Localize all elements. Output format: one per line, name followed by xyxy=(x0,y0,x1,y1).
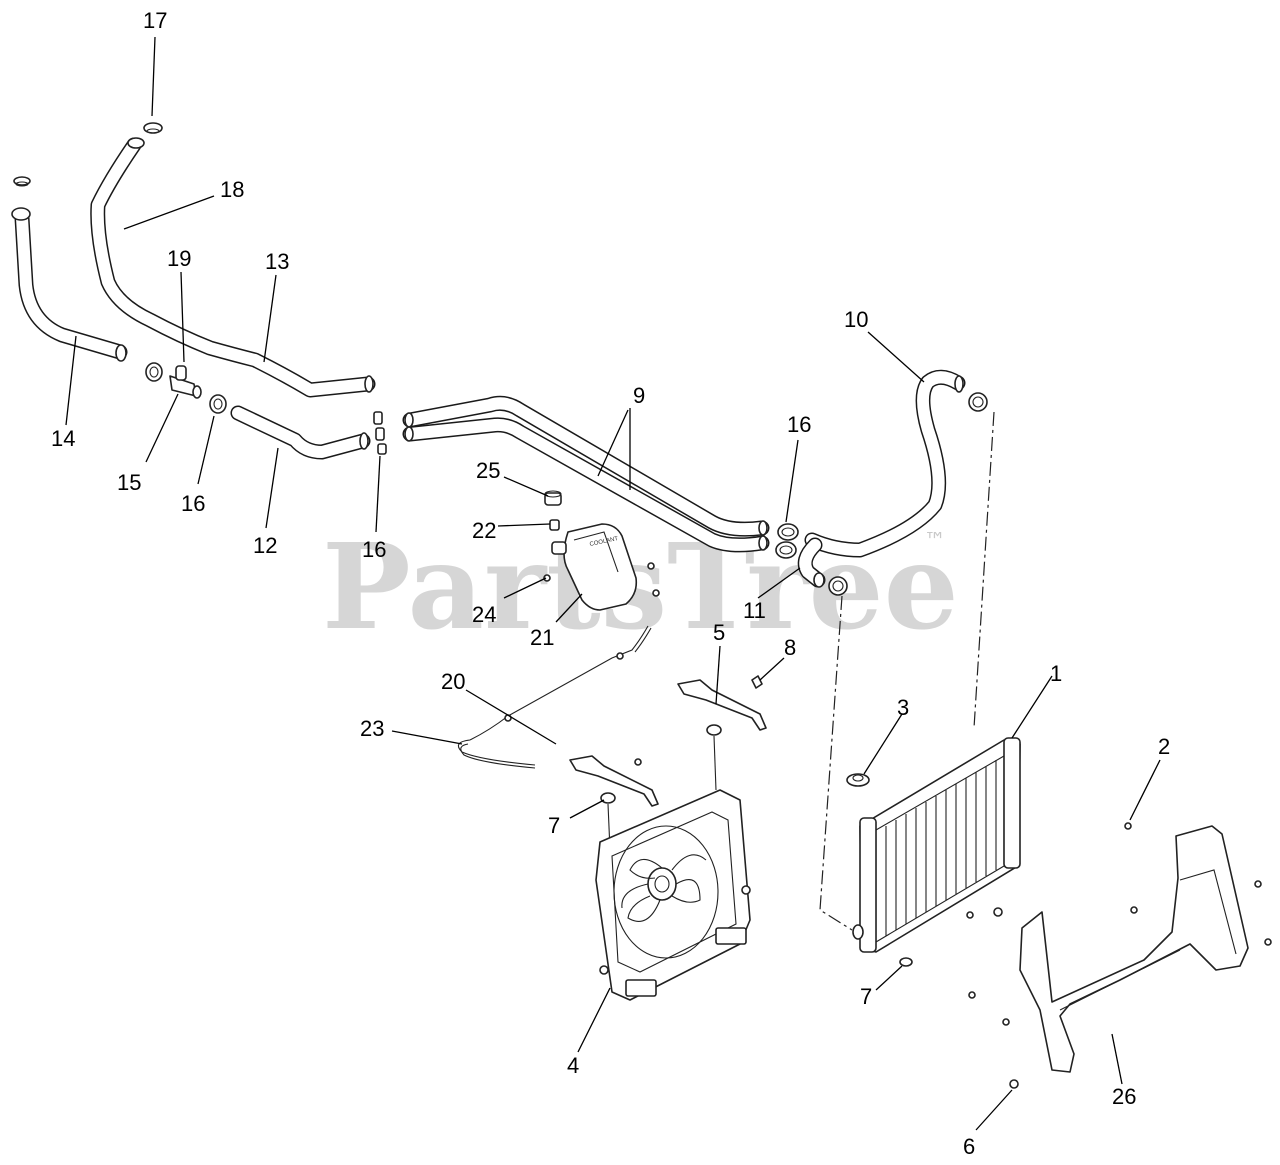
assembly-line-radiator-upper xyxy=(973,411,995,729)
callout-9[interactable]: 9 xyxy=(633,383,645,408)
callout-26[interactable]: 26 xyxy=(1112,1084,1136,1109)
callout-13[interactable]: 13 xyxy=(265,249,289,274)
screw-part-24[interactable] xyxy=(543,562,660,597)
callout-11[interactable]: 11 xyxy=(743,598,766,623)
fitting-part-22[interactable] xyxy=(549,519,560,531)
callout-16-middle[interactable]: 16 xyxy=(362,537,386,562)
hose-part-9[interactable] xyxy=(402,395,770,553)
callout-4[interactable]: 4 xyxy=(567,1053,579,1078)
clamp-part-10[interactable] xyxy=(968,392,988,412)
callout-21[interactable]: 21 xyxy=(530,625,554,650)
overflow-tube-part-20[interactable] xyxy=(469,625,652,741)
callout-16-right[interactable]: 16 xyxy=(787,412,811,437)
clamp-part-15[interactable] xyxy=(145,362,163,382)
hose-part-18-13[interactable] xyxy=(90,137,376,398)
callout-14[interactable]: 14 xyxy=(51,426,75,451)
callout-16-left[interactable]: 16 xyxy=(181,491,205,516)
callout-1[interactable]: 1 xyxy=(1050,661,1062,686)
clamp-part-16-pair[interactable] xyxy=(373,411,387,455)
callout-17[interactable]: 17 xyxy=(143,8,167,33)
callout-18[interactable]: 18 xyxy=(220,177,244,202)
hose-part-10[interactable] xyxy=(804,369,966,558)
callout-10[interactable]: 10 xyxy=(844,307,868,332)
screw-part-2[interactable] xyxy=(966,822,1272,1026)
clamp-part-16-right[interactable] xyxy=(775,523,799,559)
hose-part-11[interactable] xyxy=(797,537,826,588)
tee-fitting-part-19[interactable] xyxy=(169,365,202,399)
watermark-trademark: ™ xyxy=(924,529,946,554)
bracket-part-5[interactable] xyxy=(677,679,767,731)
callout-labels: 17 18 19 13 14 15 16 12 16 10 9 16 25 22… xyxy=(51,8,1170,1159)
clamp-part-17[interactable] xyxy=(143,122,163,134)
callout-20[interactable]: 20 xyxy=(441,669,465,694)
callout-3[interactable]: 3 xyxy=(897,695,909,720)
callout-15[interactable]: 15 xyxy=(117,470,141,495)
callout-7-lower[interactable]: 7 xyxy=(860,984,872,1009)
callout-19[interactable]: 19 xyxy=(167,246,191,271)
callout-5[interactable]: 5 xyxy=(713,620,725,645)
radiator-cap-part-3[interactable] xyxy=(846,773,870,787)
callout-12[interactable]: 12 xyxy=(253,533,277,558)
leader-lines xyxy=(65,36,1161,1131)
mounting-bracket-part-26[interactable] xyxy=(1019,825,1249,1073)
grommet-part-7[interactable] xyxy=(600,724,722,851)
svg-text:COOLANT: COOLANT xyxy=(589,536,619,548)
bracket-part-7-upper[interactable] xyxy=(569,755,659,807)
clamp-part-11[interactable] xyxy=(828,576,848,596)
reservoir-cap-part-25[interactable] xyxy=(544,490,562,506)
hose-part-14[interactable] xyxy=(11,207,128,362)
hose-part-12[interactable] xyxy=(230,405,371,460)
callout-24[interactable]: 24 xyxy=(472,602,496,627)
clamp-part-14-top[interactable] xyxy=(13,176,31,187)
radiator-part-1[interactable] xyxy=(852,737,1021,953)
callout-23[interactable]: 23 xyxy=(360,716,384,741)
callout-8[interactable]: 8 xyxy=(784,635,796,660)
assembly-line-radiator-lower xyxy=(819,595,853,931)
mount-part-7-lower[interactable] xyxy=(899,957,913,967)
coolant-reservoir-part-21[interactable]: COOLANT xyxy=(551,523,638,611)
callout-7-upper[interactable]: 7 xyxy=(548,813,560,838)
clamp-part-16-left[interactable] xyxy=(209,394,227,414)
overflow-tube-part-23[interactable] xyxy=(457,739,536,769)
callout-2[interactable]: 2 xyxy=(1158,734,1170,759)
callout-25[interactable]: 25 xyxy=(476,458,500,483)
screw-part-6[interactable] xyxy=(1009,1079,1019,1089)
bolt-part-8[interactable] xyxy=(751,675,763,689)
fan-shroud-part-4[interactable] xyxy=(595,789,751,1001)
callout-22[interactable]: 22 xyxy=(472,518,496,543)
callout-6[interactable]: 6 xyxy=(963,1134,975,1159)
watermark: PartsTree xyxy=(322,517,959,656)
